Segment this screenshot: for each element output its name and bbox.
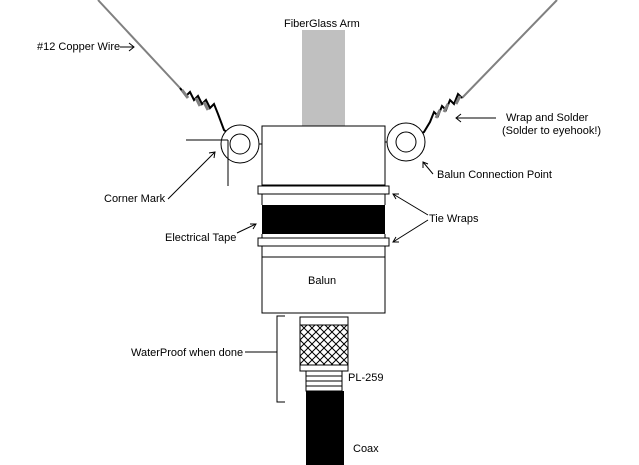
left-wire-wrap [179,87,233,137]
balun-body [261,256,386,314]
pl259-knurled-nut [299,324,349,366]
pl259-label: PL-259 [348,372,383,384]
waterproof-bracket [276,315,285,403]
electrical-tape-label: Electrical Tape [165,232,236,244]
waterproof-label: WaterProof when done [131,347,243,359]
balun-connection-arrow-line [422,161,434,175]
fiberglass-arm-label: FiberGlass Arm [284,18,360,30]
wrap-solder-label: Wrap and Solder [506,112,589,124]
tie-wraps-arrow-lower [392,219,429,243]
balun-label: Balun [308,275,336,287]
electrical-tape-arrow-line [236,223,257,234]
copper-wire-label: #12 Copper Wire [37,41,120,53]
right-eyehook-inner [395,131,417,153]
copper-wire-arrowhead [128,42,135,52]
pl259-bottom-ring [299,364,349,372]
balun-connection-label: Balun Connection Point [437,169,552,181]
corner-mark-arrowhead [208,151,216,159]
fiberglass-arm [302,30,345,126]
left-copper-wire [97,0,181,89]
corner-mark-label: Corner Mark [104,193,166,205]
balun-connection-arrowhead [422,161,429,168]
electrical-tape [262,205,385,234]
solder-eyehook-label: (Solder to eyehook!) [502,125,601,137]
wrap-solder-arrowhead [455,113,462,123]
tie-wraps-arrow-upper [392,193,429,216]
pl259-top-ring [299,316,349,326]
tie-wraps-label: Tie Wraps [429,213,479,225]
corner-mark-arrow-line [167,151,216,200]
coax-cable [306,391,344,465]
balun-top-section [261,125,386,186]
coax-label: Coax [353,443,379,455]
right-copper-wire [461,0,558,99]
left-eyehook-inner [229,133,251,155]
upper-tie-wrap [257,185,390,195]
lower-tie-wrap [257,237,390,247]
right-wire-wrap [413,92,463,139]
